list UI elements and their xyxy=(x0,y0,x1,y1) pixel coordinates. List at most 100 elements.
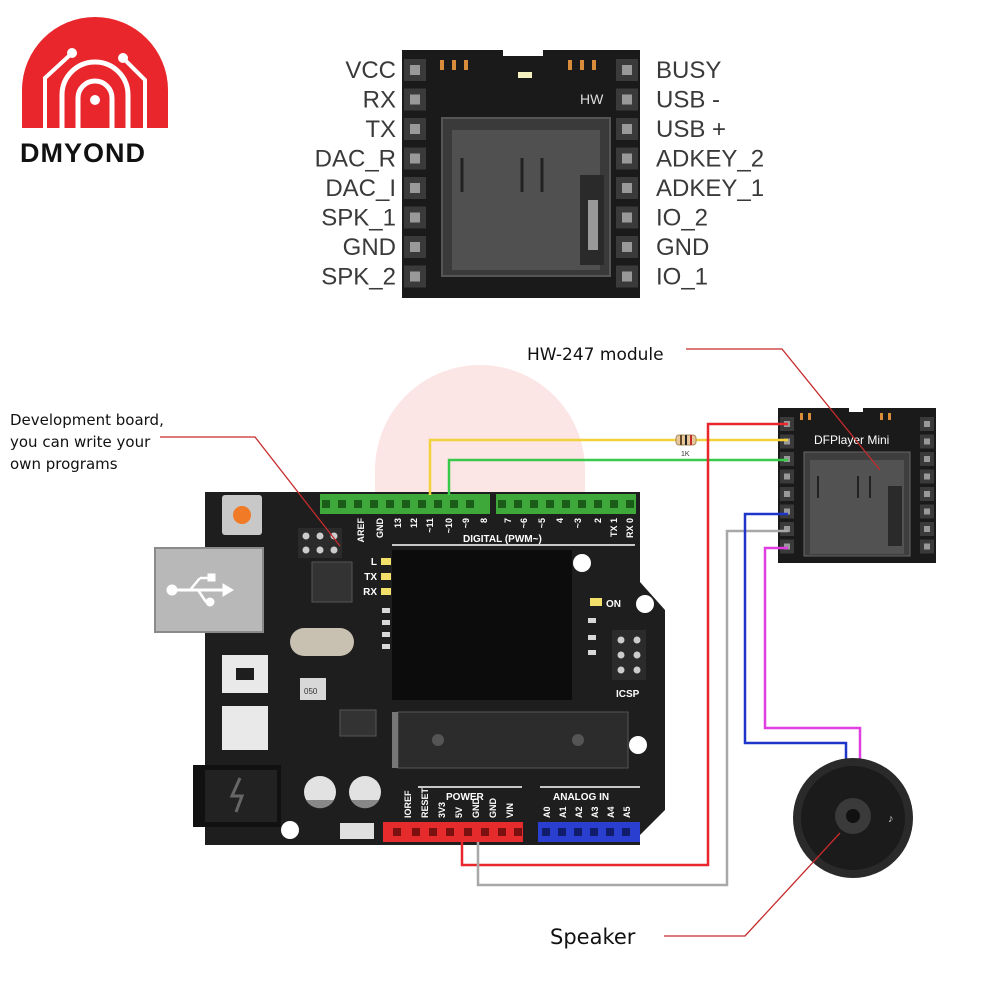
header-socket xyxy=(514,500,522,508)
digital-pin-label: ~5 xyxy=(537,518,547,528)
power-pin-label: GND xyxy=(488,798,498,819)
header-socket xyxy=(338,500,346,508)
small-pin-contact xyxy=(924,543,930,550)
header-socket xyxy=(514,828,522,836)
header-socket xyxy=(530,500,538,508)
wire-red xyxy=(460,422,788,867)
usb-icon xyxy=(166,573,234,607)
speaker-annotation: Speaker xyxy=(550,925,636,949)
board-annotation-line3: own programs xyxy=(10,455,118,473)
header-socket xyxy=(370,500,378,508)
header-socket xyxy=(322,500,330,508)
wire-blue xyxy=(743,512,848,768)
header-socket xyxy=(622,828,630,836)
header-socket xyxy=(542,828,550,836)
dfplayer-label: DFPlayer Mini xyxy=(814,433,889,447)
left-pin-label: TX xyxy=(365,116,396,143)
pin-contact xyxy=(410,65,420,75)
speaker: ♪ xyxy=(793,758,913,878)
board-annotation-line2: you can write your xyxy=(10,433,151,451)
pin-contact xyxy=(410,212,420,223)
header-socket xyxy=(546,500,554,508)
led xyxy=(381,588,391,595)
pin-contact xyxy=(410,124,420,134)
board-annotation-line1: Development board, xyxy=(10,411,164,429)
icsp-header-top xyxy=(298,528,342,558)
pin-contact xyxy=(622,183,632,193)
power-title: POWER xyxy=(446,792,485,803)
left-pin-label: SPK_1 xyxy=(321,205,396,232)
logo-watermark xyxy=(375,365,585,520)
small-pin-contact xyxy=(784,491,790,497)
header-socket xyxy=(402,500,410,508)
header-socket xyxy=(481,828,489,836)
crystal xyxy=(290,628,354,656)
power-pin-label: GND xyxy=(471,798,481,819)
pin-contact xyxy=(622,242,632,252)
digital-pin-label: AREF xyxy=(356,517,366,542)
analog-pin-label: A3 xyxy=(590,806,600,818)
digital-pin-label: TX 1 xyxy=(609,518,619,537)
digital-pin-label: ~6 xyxy=(519,518,529,528)
left-pin-label: DAC_I xyxy=(325,175,396,202)
on-label: ON xyxy=(606,599,621,610)
right-pin-label: GND xyxy=(656,234,709,261)
small-chip-code: 050 xyxy=(304,687,318,696)
left-pin-label: RX xyxy=(363,87,396,114)
wire-yellow xyxy=(428,438,680,495)
small-pin-contact xyxy=(784,543,790,550)
power-pin-label: RESET xyxy=(420,787,430,818)
header-socket xyxy=(412,828,420,836)
pin-contact xyxy=(622,271,632,282)
header-socket xyxy=(466,500,474,508)
digital-pin-label: ~11 xyxy=(425,518,435,533)
small-pin-contact xyxy=(924,456,930,462)
left-pin-label: DAC_R xyxy=(315,146,396,173)
pin-contact xyxy=(410,153,420,164)
header-socket xyxy=(386,500,394,508)
analog-title: ANALOG IN xyxy=(553,792,609,803)
board-leader-line xyxy=(160,436,341,547)
led-label: L xyxy=(371,557,377,568)
icsp-header-right xyxy=(612,630,646,680)
digital-pin-label: 7 xyxy=(503,518,513,523)
brand-name: DMYOND xyxy=(20,138,146,168)
resistor-1k: 1K xyxy=(675,434,697,458)
digital-pin-label: ~9 xyxy=(461,518,471,528)
annotations: HW-247 module Development board, you can… xyxy=(10,345,881,949)
left-pin-label: GND xyxy=(343,234,396,261)
module-annotation: HW-247 module xyxy=(527,345,664,365)
small-pin-contact xyxy=(784,438,790,445)
digital-pin-label: RX 0 xyxy=(625,518,635,538)
module-leader-line xyxy=(686,348,881,471)
small-pin-contact xyxy=(784,526,790,532)
wire-magenta xyxy=(763,546,862,768)
header-socket xyxy=(594,500,602,508)
header-socket xyxy=(562,500,570,508)
analog-pin-label: A0 xyxy=(542,806,552,818)
right-pin-label: USB + xyxy=(656,116,726,143)
right-pin-label: IO_2 xyxy=(656,205,708,232)
wires xyxy=(428,422,862,887)
pin-contact xyxy=(622,94,632,105)
analog-pin-label: A4 xyxy=(606,806,616,818)
small-pin-contact xyxy=(784,473,790,480)
power-pin-label: 5V xyxy=(454,807,464,818)
header-socket xyxy=(574,828,582,836)
small-pin-contact xyxy=(924,508,930,515)
digital-pin-label: 13 xyxy=(393,518,403,528)
header-socket xyxy=(393,828,401,836)
digital-pin-label: ~3 xyxy=(573,518,583,528)
left-pin-label: SPK_2 xyxy=(321,264,396,291)
power-pin-label: 3V3 xyxy=(437,802,447,818)
pin-contact xyxy=(622,124,632,134)
svg-text:♪: ♪ xyxy=(888,813,894,825)
header-socket xyxy=(354,500,362,508)
right-pin-header xyxy=(616,59,638,288)
